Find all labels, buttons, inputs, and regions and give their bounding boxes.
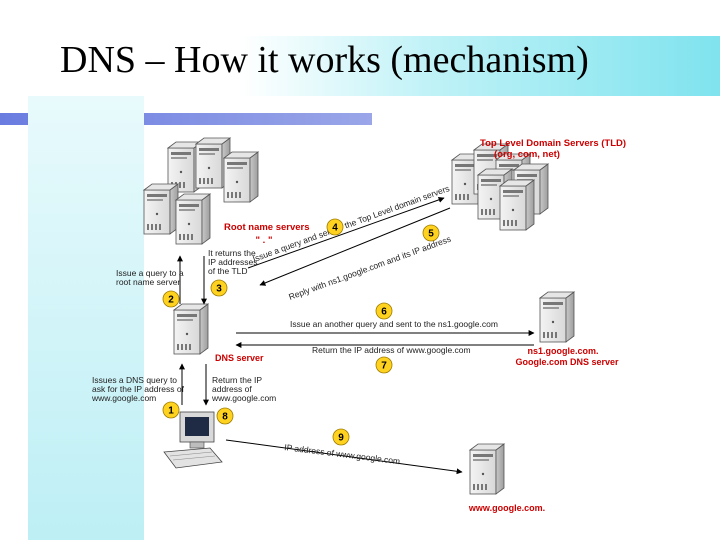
- svg-text:1: 1: [168, 406, 174, 417]
- arrow-step5: [259, 207, 451, 286]
- dns-server-label: DNS server: [215, 353, 264, 363]
- svg-text:8: 8: [222, 412, 228, 423]
- svg-text:5: 5: [428, 229, 434, 240]
- www-server-icon: [469, 443, 505, 495]
- step-4-marker: 4: [326, 218, 344, 236]
- step-9-marker: 9: [332, 428, 350, 446]
- accent-bar-cyan: [240, 36, 720, 96]
- step-markers: 1 2 3 4 5 6 7 8 9: [162, 218, 440, 446]
- svg-text:www.google.com: www.google.com: [91, 393, 156, 403]
- root-title: Root name servers: [224, 222, 310, 233]
- step-3-marker: 3: [210, 279, 228, 297]
- note-step9: IP address of www.google.com: [284, 442, 401, 466]
- client-computer-icon: [163, 411, 223, 469]
- svg-text:7: 7: [381, 361, 387, 372]
- note-step7: Return the IP address of www.google.com: [312, 345, 471, 355]
- ns1-label-line1: ns1.google.com.: [527, 346, 598, 356]
- ns1-label-line2: Google.com DNS server: [515, 357, 619, 367]
- note-return-ip: Return the IP address of www.google.com: [211, 375, 276, 403]
- svg-text:6: 6: [381, 307, 387, 318]
- www-server-label: www.google.com.: [468, 503, 545, 513]
- ns1-server-icon: [539, 291, 575, 343]
- step-7-marker: 7: [375, 356, 393, 374]
- server-icon: [143, 183, 179, 235]
- server-icon: [499, 179, 535, 231]
- svg-text:9: 9: [338, 433, 344, 444]
- svg-text:of the TLD: of the TLD: [208, 266, 248, 276]
- svg-text:ask for the IP address of: ask for the IP address of: [92, 384, 185, 394]
- svg-text:Issue a query to a: Issue a query to a: [116, 268, 184, 278]
- step-5-marker: 5: [422, 224, 440, 242]
- svg-text:It returns the: It returns the: [208, 248, 256, 258]
- svg-text:root name server: root name server: [116, 277, 180, 287]
- slide-title: DNS – How it works (mechanism): [60, 39, 589, 81]
- svg-text:IP addresses: IP addresses: [208, 257, 257, 267]
- step-1-marker: 1: [162, 401, 180, 419]
- svg-text:address of: address of: [212, 384, 252, 394]
- server-icon: [223, 151, 259, 203]
- svg-text:2: 2: [168, 295, 174, 306]
- note-issue-dns: Issues a DNS query to ask for the IP add…: [91, 375, 185, 403]
- svg-text:www.google.com: www.google.com: [211, 393, 276, 403]
- note-issue-root: Issue a query to a root name server: [116, 268, 184, 287]
- step-8-marker: 8: [216, 407, 234, 425]
- dns-server-icon: [173, 303, 209, 355]
- server-icon: [175, 193, 211, 245]
- root-dot-label: " . ": [256, 235, 273, 246]
- svg-text:4: 4: [332, 223, 338, 234]
- arrow-step9: [225, 439, 463, 475]
- accent-column-cyan: [28, 96, 144, 540]
- note-returns-tld: It returns the IP addresses of the TLD: [208, 248, 257, 276]
- arrow-step4: [247, 196, 445, 269]
- svg-text:Return the IP: Return the IP: [212, 375, 262, 385]
- step-2-marker: 2: [162, 290, 180, 308]
- note-step5: Reply with ns1.google.com and its IP add…: [287, 234, 452, 302]
- tld-subtitle: (org, com, net): [494, 149, 560, 160]
- arrows: [177, 196, 535, 475]
- note-step6: Issue an another query and sent to the n…: [290, 319, 498, 329]
- svg-text:Issues a DNS query to: Issues a DNS query to: [92, 375, 177, 385]
- step-6-marker: 6: [375, 302, 393, 320]
- svg-text:3: 3: [216, 284, 222, 295]
- tld-title: Top Level Domain Servers (TLD): [480, 138, 626, 149]
